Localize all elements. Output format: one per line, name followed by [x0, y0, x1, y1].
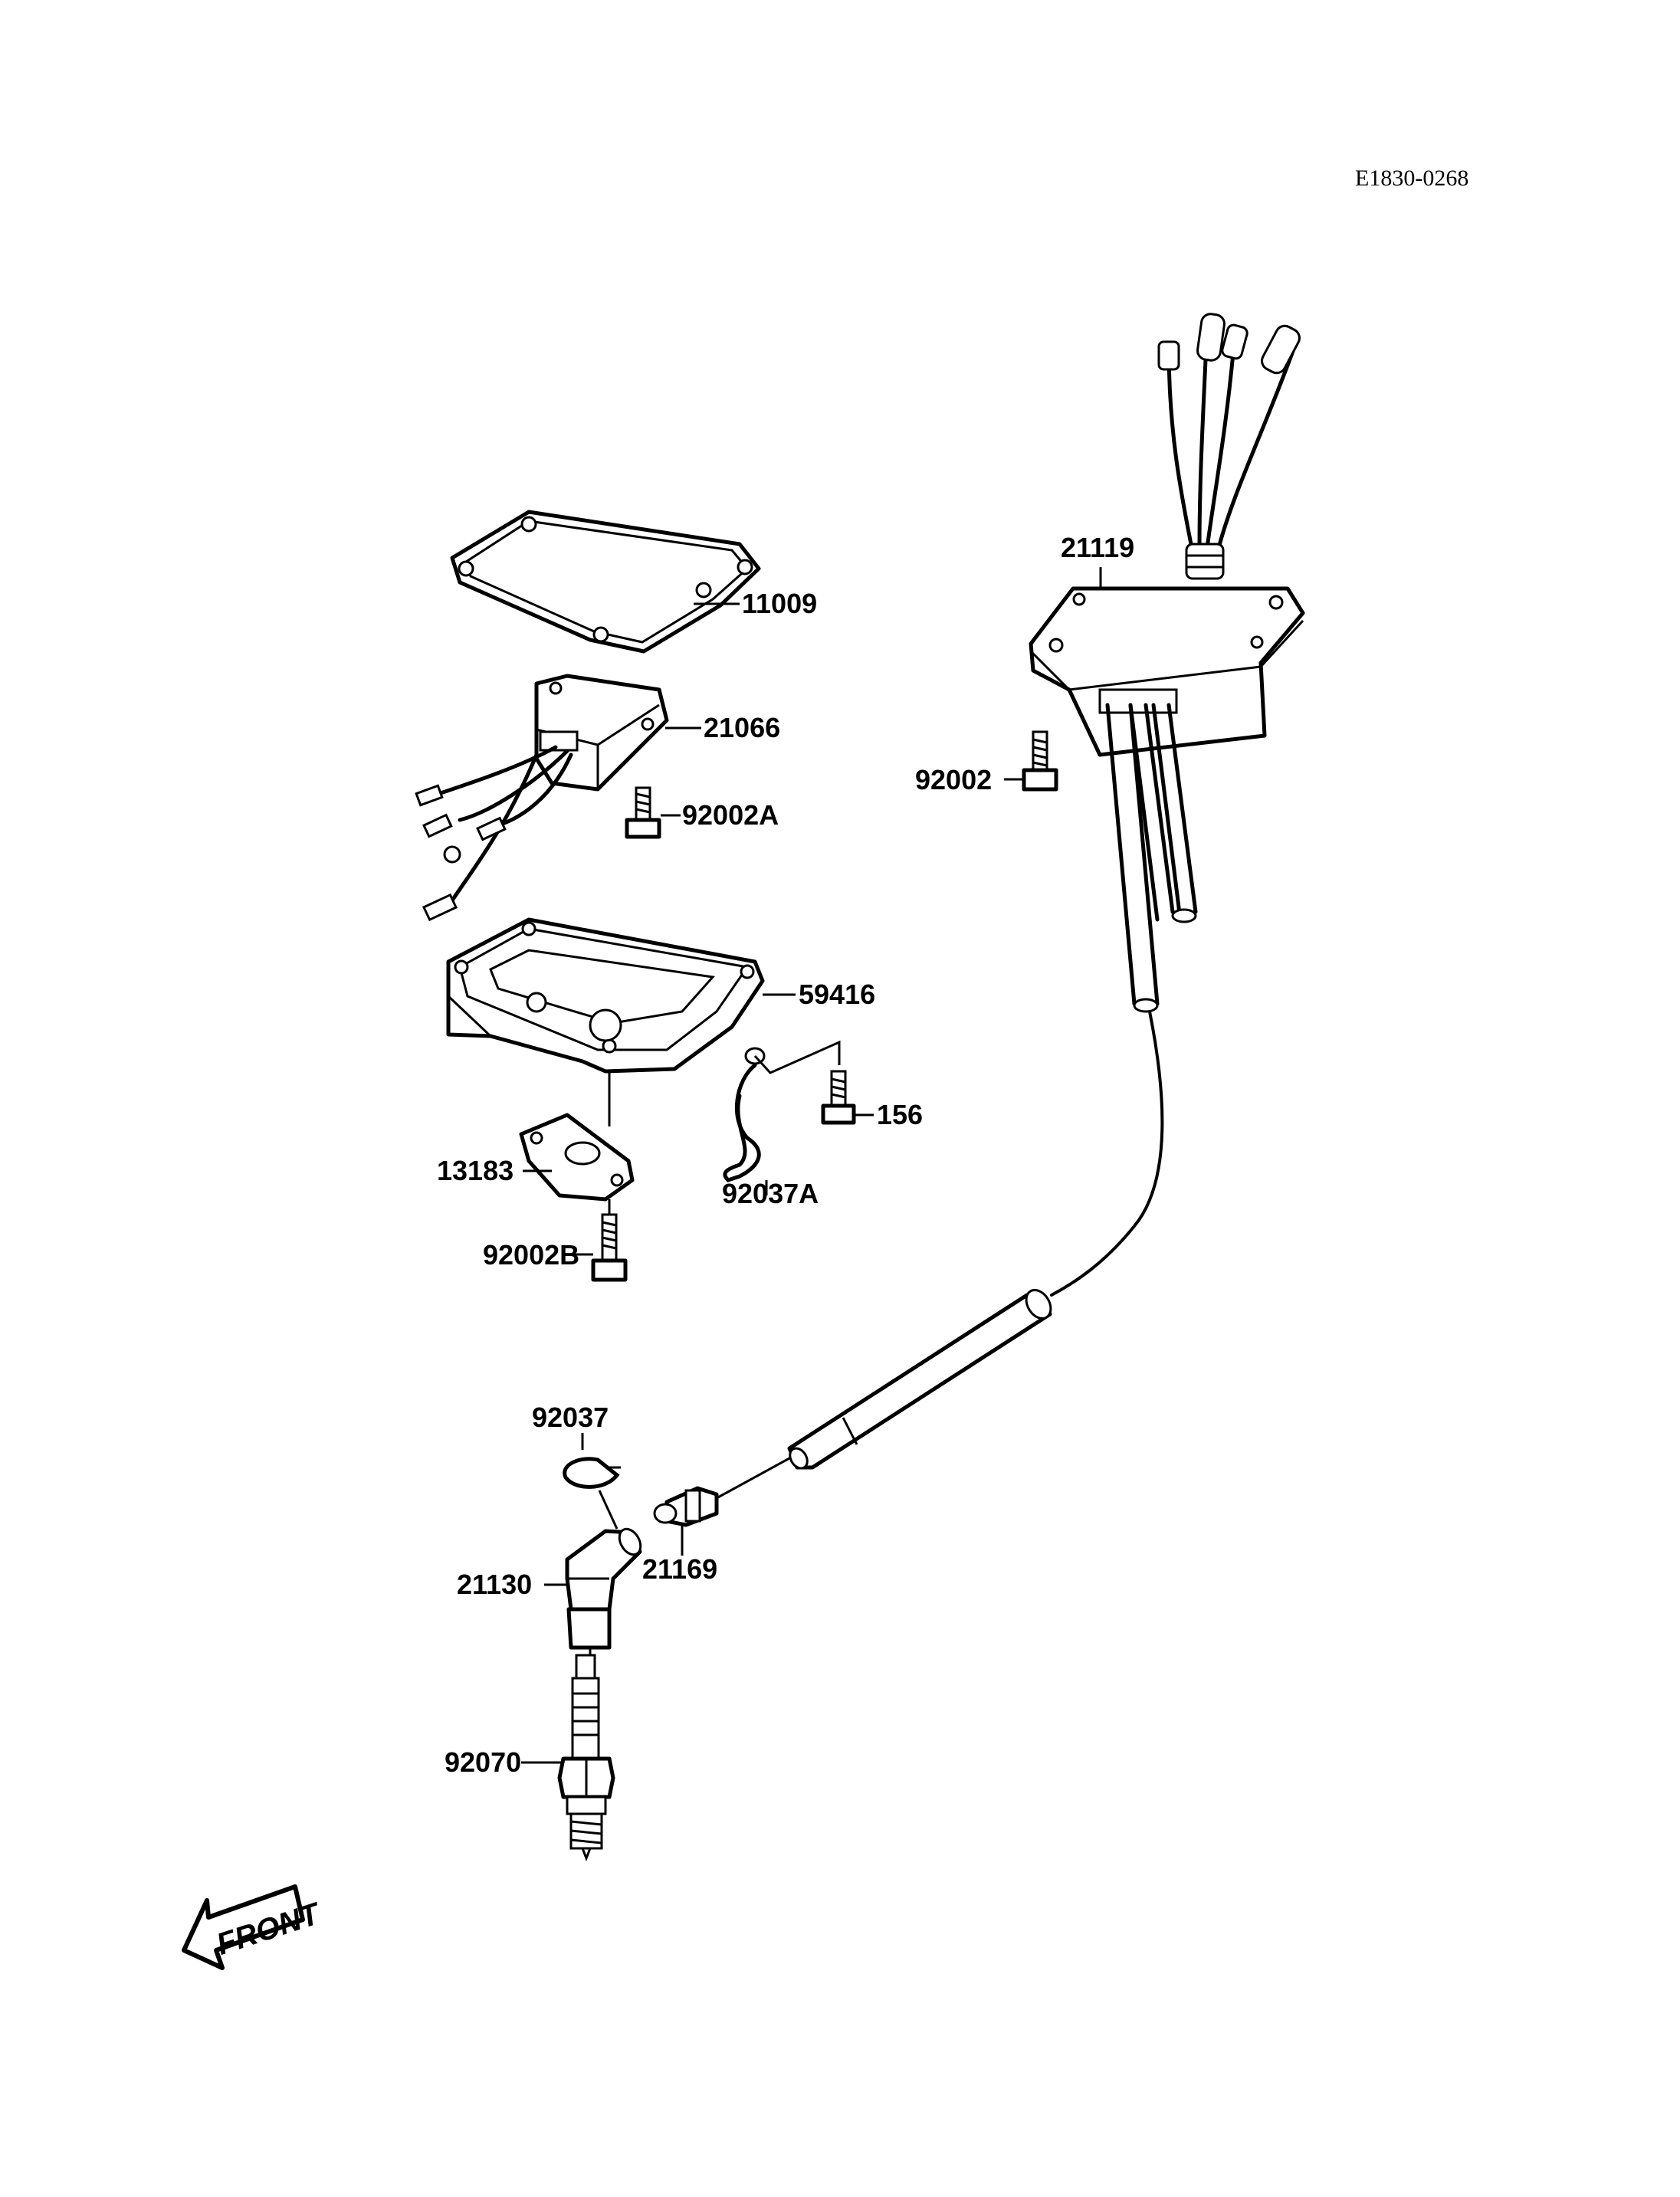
clamp-wire-92037a-part — [723, 1047, 766, 1182]
boot-to-band-line — [716, 1457, 790, 1500]
bracket-13183-part — [519, 1113, 635, 1202]
rectifier-part — [415, 674, 669, 922]
label-92002: 92002 — [915, 764, 992, 795]
label-92002a: 92002A — [682, 799, 779, 831]
clip-to-cap-line — [598, 1490, 619, 1530]
band-21169-part — [653, 1486, 719, 1527]
cdi-unit-part — [1029, 313, 1305, 1297]
label-21119: 21119 — [1061, 532, 1134, 563]
label-21169: 21169 — [642, 1553, 717, 1585]
case-part — [446, 917, 765, 1074]
bolt-92002b-part — [591, 1213, 628, 1282]
gasket-part — [450, 510, 761, 654]
label-11009: 11009 — [742, 588, 817, 619]
label-21130: 21130 — [457, 1569, 532, 1600]
spark-plug-92070-part — [557, 1654, 615, 1862]
leader-92037a-link — [753, 1040, 841, 1074]
hightension-boot-part — [787, 1288, 1052, 1470]
label-13183: 13183 — [437, 1155, 514, 1186]
label-92037a: 92037A — [722, 1178, 819, 1209]
front-arrow: FRONT — [182, 1884, 326, 1970]
bolt-92002a-part — [625, 786, 661, 839]
label-156: 156 — [877, 1099, 923, 1130]
label-92037: 92037 — [532, 1402, 609, 1433]
reference-code: E1830-0268 — [1355, 166, 1468, 191]
screw-156-part — [821, 1070, 856, 1125]
bolt-92002-part — [1022, 730, 1058, 792]
clip-92037-part — [563, 1457, 621, 1489]
label-92070: 92070 — [445, 1746, 521, 1778]
label-92002b: 92002B — [483, 1239, 579, 1271]
label-59416: 59416 — [799, 979, 875, 1010]
plug-cap-21130-part — [565, 1527, 642, 1650]
label-21066: 21066 — [704, 712, 780, 743]
